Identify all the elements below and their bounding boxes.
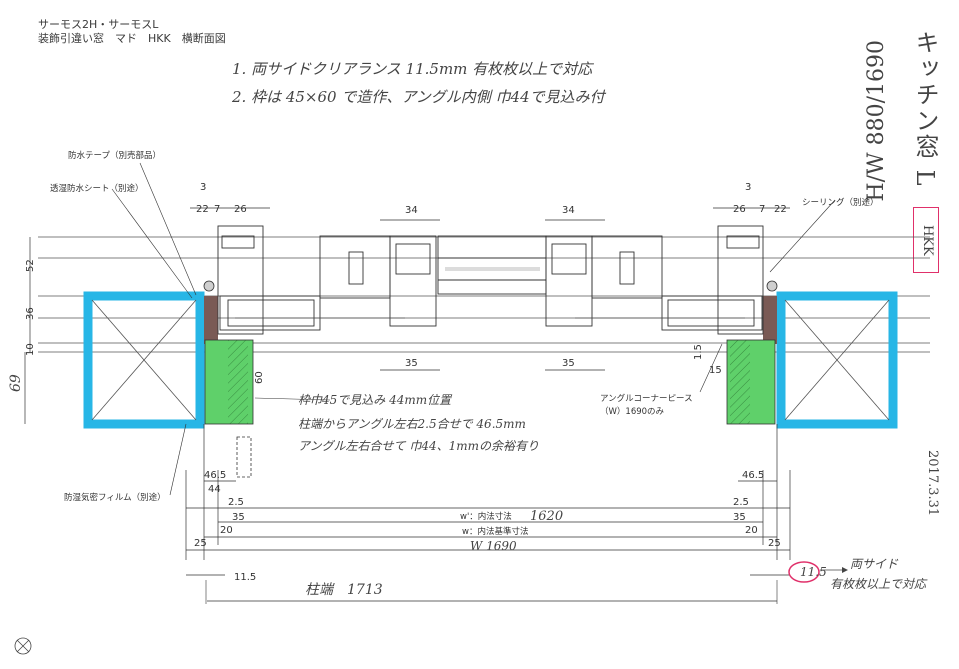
dim-26-right: 26 (733, 204, 746, 215)
label-breathable-sheet: 透湿防水シート（別途） (50, 183, 144, 194)
label-std-dim: w：内法基準寸法 (462, 526, 528, 537)
inner-dim-value: 1620 (530, 509, 563, 524)
side-vertical-note: キッチン窓 L (911, 30, 939, 188)
dim-36: 36 (25, 307, 36, 320)
dim-25-left: 25 (194, 538, 207, 549)
dim-26-left: 26 (234, 204, 247, 215)
dim-25-right: 25 (768, 538, 781, 549)
dim-15: 15 (709, 365, 722, 376)
dim-60: 60 (254, 371, 265, 384)
pillar-end-note: 柱端 1713 (305, 582, 383, 598)
right-seal-block (763, 296, 777, 344)
corner-mark (14, 637, 32, 655)
dim-1-5: 1.5 (693, 344, 704, 360)
dim-7-left: 7 (214, 204, 220, 215)
label-inner-dim: w'：内法寸法 (460, 511, 512, 522)
hand-note-3: アングル左右合せて 巾44、1mmの余裕有り (298, 439, 539, 453)
date-stamp: 2017.3.31 (925, 450, 940, 517)
window-frame-profile (217, 225, 764, 335)
dim-20-right: 20 (745, 525, 758, 536)
hand-note-2: 柱端からアングル左右2.5合せで 46.5mm (298, 417, 526, 431)
inner-jamb (236, 436, 252, 478)
label-waterproof-tape: 防水テープ（別売部品） (68, 150, 161, 161)
note-2: 2. 枠は 45×60 で造作、アングル内側 巾44で見込み付 (232, 88, 605, 106)
dim-22-right: 22 (774, 204, 787, 215)
clearance-value: 11.5 (800, 565, 827, 579)
dim-11-5: 11.5 (234, 572, 256, 583)
clearance-highlight (788, 561, 820, 583)
dim-69: 69 (8, 374, 24, 392)
w-value: W 1690 (470, 539, 517, 553)
dim-46-5: 46.5 (742, 470, 764, 481)
header-title-line2: 装飾引違い窓 マド HKK 横断面図 (38, 32, 226, 45)
hkk-badge: HKK (913, 207, 939, 273)
label-angle-corner: アングルコーナーピース (600, 393, 693, 404)
right-inner-frame (726, 339, 776, 425)
clearance-note-1: 両サイド (850, 557, 899, 571)
label-angle-corner-sub: （W）1690のみ (600, 406, 665, 417)
dim-7-right: 7 (759, 204, 765, 215)
dim-2-5-left: 2.5 (228, 497, 244, 508)
clearance-note-2: 有枚枚以上で対応 (830, 577, 928, 591)
dim-22-left: 22 (196, 204, 209, 215)
dim-35-left: 35 (232, 512, 245, 523)
dim-35-right: 35 (733, 512, 746, 523)
left-seal-block (204, 296, 218, 344)
left-inner-frame (204, 339, 254, 425)
hand-note-1: 枠巾45で見込み 44mm位置 (298, 393, 453, 407)
dim-2-5-right: 2.5 (733, 497, 749, 508)
dim-44: 44 (208, 484, 221, 495)
dim-35-mid-right: 35 (562, 358, 575, 369)
dim-three-right: 3 (745, 182, 751, 193)
dim-6-5: 46.5 (204, 470, 226, 481)
left-wall-stud (83, 291, 205, 429)
header-title-line1: サーモス2H・サーモスL (38, 18, 159, 31)
label-sealing: シーリング（別途） (802, 197, 879, 208)
dim-34-left: 34 (405, 205, 418, 216)
note-1: 1. 両サイドクリアランス 11.5mm 有枚枚以上で対応 (232, 60, 593, 78)
right-wall-stud (776, 291, 898, 429)
dim-three-left: 3 (200, 182, 206, 193)
dim-20-left: 20 (220, 525, 233, 536)
dim-10: 10 (25, 343, 36, 356)
dim-34-right: 34 (562, 205, 575, 216)
dim-52: 52 (25, 259, 36, 272)
label-moisture-film: 防湿気密フィルム（別途） (64, 492, 166, 503)
dim-35-mid-left: 35 (405, 358, 418, 369)
